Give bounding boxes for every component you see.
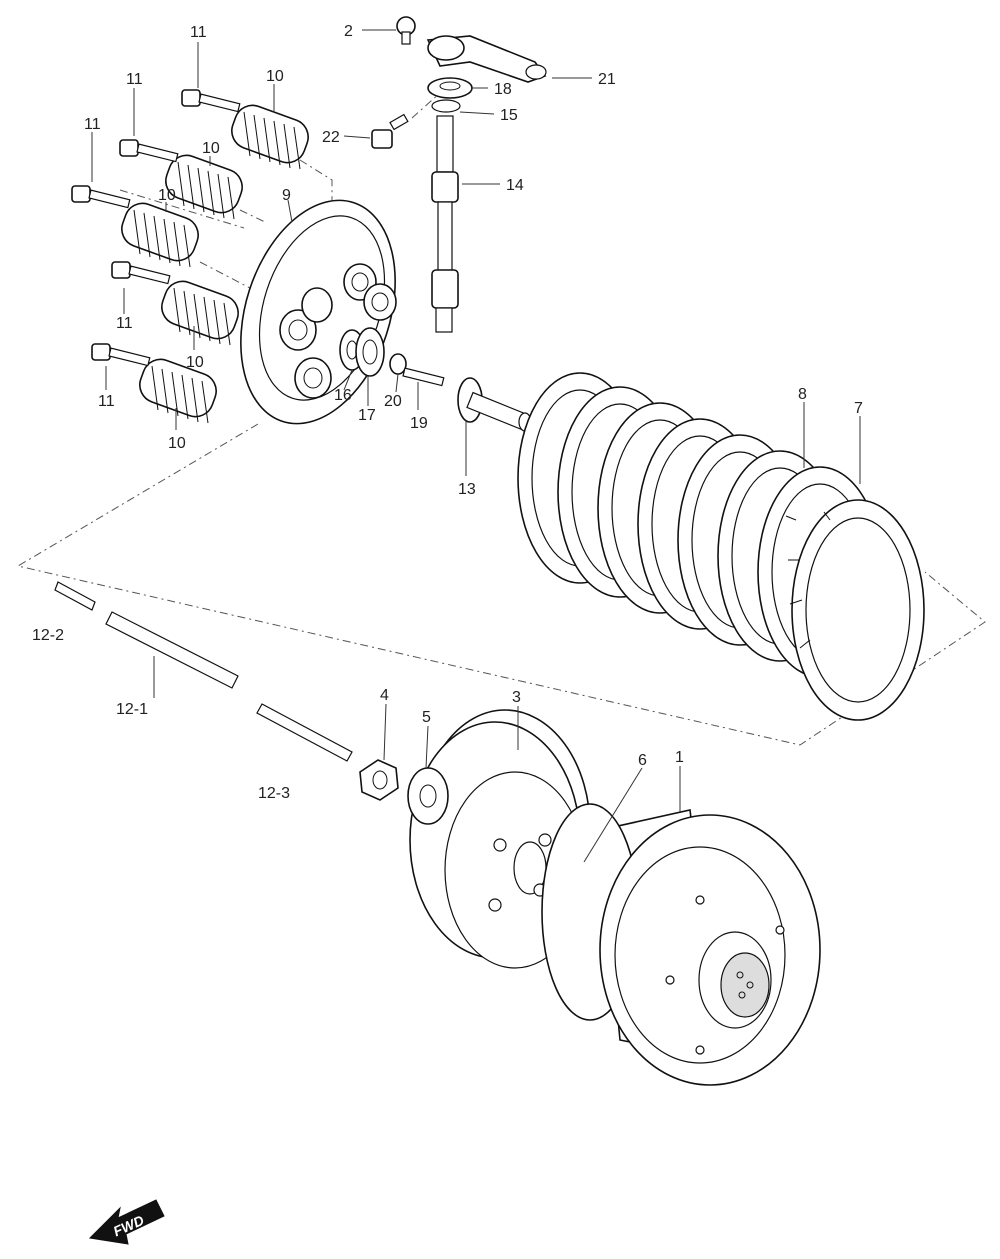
callout-6: 6 (638, 752, 647, 769)
callout-7: 7 (854, 400, 863, 417)
callout-12-1: 12-1 (116, 701, 148, 718)
callout-15: 15 (500, 107, 518, 124)
clutch-plate-stack (517, 372, 925, 721)
bolt-19 (402, 367, 445, 387)
bolt-1 (181, 89, 241, 113)
spring-3 (121, 202, 199, 268)
callout-3: 3 (512, 689, 521, 706)
pushrod-13 (457, 377, 532, 432)
callout-4: 4 (380, 687, 389, 704)
callout-11a: 11 (190, 24, 207, 41)
spring-5 (139, 358, 217, 424)
spring-bolts (71, 89, 241, 367)
bearing-17 (355, 327, 385, 377)
washer-18 (427, 77, 473, 99)
callout-21: 21 (598, 71, 616, 88)
spring-4 (161, 280, 239, 346)
bolt-2 (119, 139, 179, 163)
screw-2 (396, 16, 416, 45)
callout-10d: 10 (186, 354, 204, 371)
leader-lines (91, 29, 861, 863)
guide-pins (54, 581, 353, 762)
callout-22: 22 (322, 129, 340, 146)
callout-labels: 1 2 3 4 5 6 7 8 9 10 10 10 10 10 11 11 1… (32, 23, 863, 802)
callout-2: 2 (344, 23, 353, 40)
callout-11b: 11 (126, 71, 143, 88)
callout-5: 5 (422, 709, 431, 726)
callout-14: 14 (506, 177, 524, 194)
callout-10b: 10 (202, 140, 220, 157)
washer-5 (407, 767, 449, 825)
callout-12-3: 12-3 (258, 785, 290, 802)
bolt-4 (111, 261, 171, 285)
nut-20 (389, 353, 407, 375)
lifter-assembly (339, 16, 547, 432)
callout-20: 20 (384, 393, 402, 410)
spring-1 (231, 104, 309, 170)
lifter-arm (426, 35, 547, 83)
callout-10a: 10 (266, 68, 284, 85)
clutch-outer-housing (541, 803, 821, 1086)
bolt-3 (71, 185, 131, 209)
lifter-shaft-14 (431, 115, 459, 333)
bolt-5 (91, 343, 151, 367)
callout-11d: 11 (116, 315, 133, 332)
callout-8: 8 (798, 386, 807, 403)
oring-15 (431, 99, 461, 113)
callout-19: 19 (410, 415, 428, 432)
callout-16: 16 (334, 387, 352, 404)
forward-arrow-icon: FWD (88, 1199, 165, 1245)
clutch-springs (121, 104, 309, 424)
callout-1: 1 (675, 749, 684, 766)
callout-13: 13 (458, 481, 476, 498)
callout-18: 18 (494, 81, 512, 98)
callout-10c: 10 (158, 187, 176, 204)
nut-4 (359, 759, 399, 801)
callout-11e: 11 (98, 393, 115, 410)
bolt-22 (371, 113, 409, 149)
callout-12-2: 12-2 (32, 627, 64, 644)
callout-11c: 11 (84, 116, 101, 133)
callout-17: 17 (358, 407, 376, 424)
spring-2 (165, 154, 243, 220)
pressure-plate-bosses (279, 263, 397, 399)
callout-10e: 10 (168, 435, 186, 452)
callout-9: 9 (282, 187, 291, 204)
